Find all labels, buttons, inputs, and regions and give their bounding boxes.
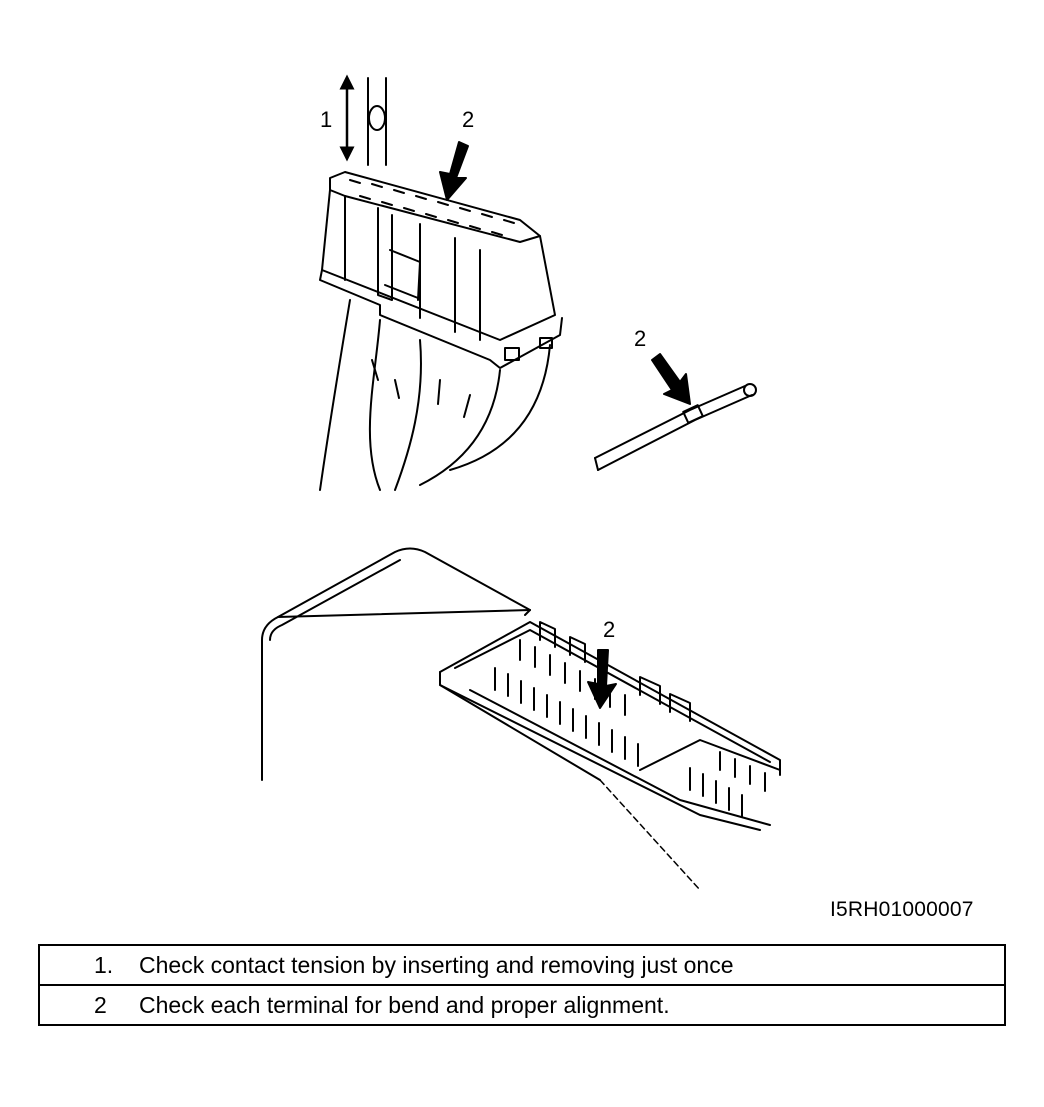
- pointer-arrow-icon: [439, 141, 469, 201]
- legend-number: 1.: [94, 951, 114, 978]
- legend-table: 1. Check contact tension by inserting an…: [38, 944, 1006, 1026]
- callout-2-terminal: 2: [634, 326, 646, 351]
- control-module: [261, 547, 781, 891]
- pointer-arrow-icon: [651, 353, 691, 405]
- legend-row: 1. Check contact tension by inserting an…: [39, 945, 1005, 985]
- legend-text: Check each terminal for bend and proper …: [139, 984, 1005, 1025]
- terminal-pin: [594, 383, 757, 471]
- legend-number: 2: [39, 984, 139, 1025]
- pointer-arrow-icon: [587, 649, 617, 709]
- callout-2-connector: 2: [462, 107, 474, 132]
- harness-connector: [319, 77, 563, 491]
- callout-1: 1: [320, 107, 332, 132]
- callout-2-module: 2: [603, 617, 615, 642]
- legend-row: 2 Check each terminal for bend and prope…: [39, 984, 1005, 1025]
- connector-inspection-figure: 1 2 2 2: [261, 74, 781, 891]
- figure-reference-code: I5RH01000007: [830, 898, 974, 921]
- legend-text: Check contact tension by inserting and r…: [139, 951, 734, 978]
